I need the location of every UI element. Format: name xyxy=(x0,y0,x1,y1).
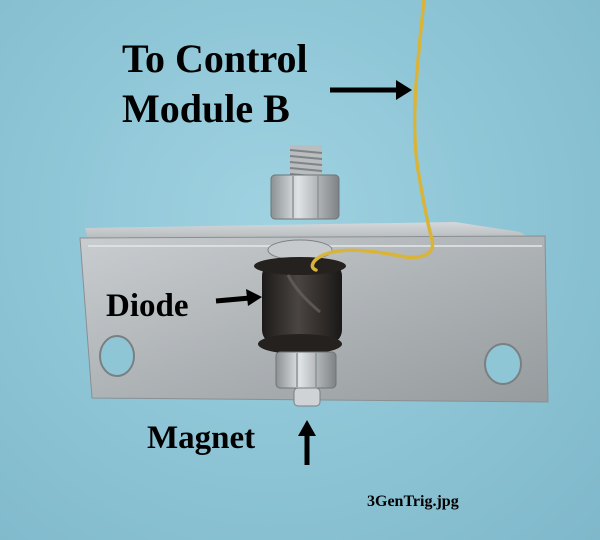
label-diode: Diode xyxy=(106,288,189,324)
image-caption: 3GenTrig.jpg xyxy=(367,493,459,510)
bottom-nut xyxy=(275,351,337,389)
yellow-wire xyxy=(310,0,435,272)
label-control-line1: To Control xyxy=(122,36,308,81)
magnet xyxy=(293,387,321,407)
label-control-line2: Module B xyxy=(122,86,290,131)
label-to-control-module: To Control Module B xyxy=(122,34,308,134)
arrow-to-control-module xyxy=(330,80,412,100)
mounting-hole-right xyxy=(484,343,522,385)
mounting-hole-left xyxy=(99,335,135,377)
top-nut xyxy=(270,174,340,220)
arrow-magnet xyxy=(298,420,316,465)
diode-body xyxy=(262,262,342,344)
arrow-diode xyxy=(215,289,262,306)
label-magnet: Magnet xyxy=(147,420,256,456)
